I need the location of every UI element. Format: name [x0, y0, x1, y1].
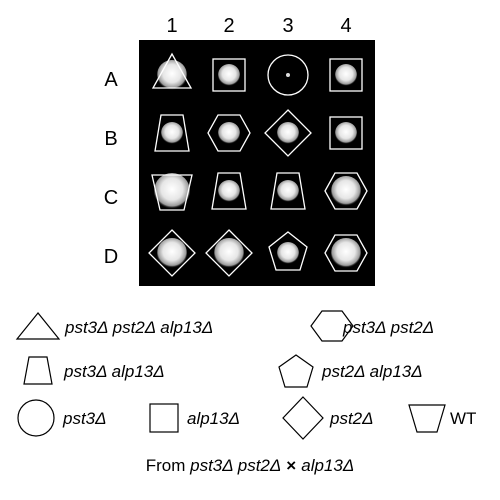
- genotype-legend: pst3Δ pst2Δ alp13Δ pst3Δ pst2Δ pst3Δ alp…: [15, 310, 476, 440]
- legend-label-circle: pst3Δ: [62, 409, 107, 428]
- inverted-trapezoid-marker-icon: [151, 174, 193, 211]
- colony: [161, 122, 183, 144]
- legend-circle-icon: [17, 399, 55, 437]
- colony: [218, 180, 240, 202]
- plate-cell-D3: [268, 231, 308, 271]
- colony: [157, 60, 187, 90]
- square-marker-icon: [212, 58, 246, 92]
- colony: [286, 73, 290, 77]
- colony: [277, 180, 299, 202]
- legend-inverted-trapezoid-icon: [408, 404, 446, 433]
- cross-caption: From pst3Δ pst2Δ × alp13Δ: [146, 456, 355, 475]
- plate-cell-D2: [205, 229, 253, 277]
- row-label-A: A: [104, 69, 118, 91]
- row-label-B: B: [104, 128, 117, 150]
- square-marker-icon: [329, 116, 363, 150]
- column-label-3: 3: [282, 15, 293, 37]
- colony: [154, 173, 190, 209]
- plate-grid: [148, 52, 368, 277]
- legend-triangle-icon: [15, 312, 61, 340]
- plate-cell-A3: [267, 54, 309, 96]
- colony: [277, 122, 299, 144]
- triangle-marker-icon: [151, 52, 193, 89]
- plate-cell-A2: [212, 58, 246, 92]
- plate-cell-D1: [148, 229, 196, 277]
- legend-label-diamond: pst2Δ: [329, 409, 374, 428]
- caption-prefix: From: [146, 456, 190, 475]
- plate-cell-D4: [324, 234, 368, 272]
- legend-square-icon: [149, 403, 179, 433]
- column-label-4: 4: [340, 15, 351, 37]
- caption-parent1: pst3Δ pst2Δ: [189, 456, 281, 475]
- legend-diamond-icon: [282, 396, 324, 440]
- plate-cell-C1: [151, 173, 193, 211]
- plate-cell-B2: [207, 114, 251, 152]
- hexagon-marker-icon: [324, 234, 368, 272]
- caption-cross-symbol: ×: [286, 456, 296, 475]
- plate-cell-B4: [329, 116, 363, 150]
- colony: [218, 122, 240, 144]
- plate-cell-C2: [211, 172, 247, 210]
- row-label-C: C: [104, 187, 118, 209]
- plate-cell-A1: [151, 52, 193, 90]
- column-label-1: 1: [166, 15, 177, 37]
- legend-label-square: alp13Δ: [187, 409, 240, 428]
- legend-label-pentagon: pst2Δ alp13Δ: [321, 362, 423, 381]
- circle-marker-icon: [267, 54, 309, 96]
- legend-pentagon-icon: [278, 354, 314, 388]
- colony: [218, 64, 240, 86]
- plate-cell-C4: [324, 172, 368, 210]
- hexagon-marker-icon: [324, 172, 368, 210]
- legend-label-hexagon: pst3Δ pst2Δ: [342, 318, 434, 337]
- diamond-marker-icon: [264, 109, 312, 157]
- plate-cell-A4: [329, 58, 363, 92]
- legend-label-inverted-trapezoid: WT: [450, 409, 476, 428]
- diamond-marker-icon: [205, 229, 253, 277]
- diamond-marker-icon: [148, 229, 196, 277]
- trapezoid-marker-icon: [154, 114, 190, 152]
- colony: [335, 64, 357, 86]
- column-label-2: 2: [223, 15, 234, 37]
- plate-cell-B3: [264, 109, 312, 157]
- pentagon-marker-icon: [268, 231, 308, 271]
- legend-label-triangle: pst3Δ pst2Δ alp13Δ: [64, 318, 213, 337]
- plate-cell-C3: [270, 172, 306, 210]
- legend-label-trapezoid: pst3Δ alp13Δ: [63, 362, 165, 381]
- trapezoid-marker-icon: [211, 172, 247, 210]
- legend-hexagon-icon: [310, 310, 354, 342]
- legend-trapezoid-icon: [23, 356, 53, 385]
- colony: [331, 238, 361, 268]
- colony: [331, 176, 361, 206]
- hexagon-marker-icon: [207, 114, 251, 152]
- square-marker-icon: [329, 58, 363, 92]
- row-headers: A B C D: [104, 69, 119, 268]
- colony: [335, 122, 357, 144]
- colony: [214, 238, 244, 268]
- colony: [157, 238, 187, 268]
- column-headers: 1 2 3 4: [166, 15, 351, 37]
- colony: [277, 242, 299, 264]
- trapezoid-marker-icon: [270, 172, 306, 210]
- plate-cell-B1: [154, 114, 190, 152]
- caption-parent2: alp13Δ: [301, 456, 354, 475]
- row-label-D: D: [104, 246, 118, 268]
